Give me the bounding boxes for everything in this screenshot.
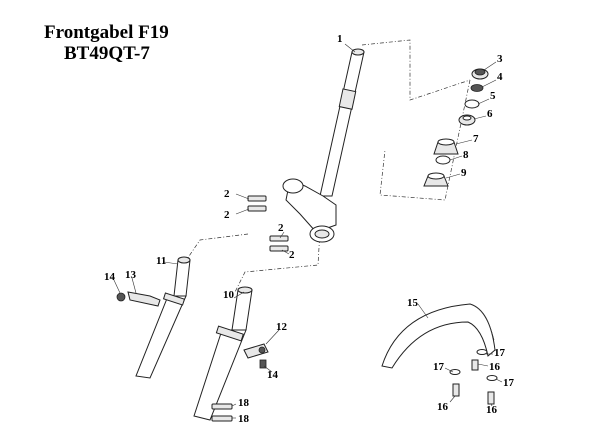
label-part-1: 1 xyxy=(337,33,343,45)
part-11-left-fork-leg xyxy=(135,256,191,379)
leader-lines xyxy=(112,43,503,419)
label-part-16-b: 16 xyxy=(437,401,449,413)
part-12-bracket xyxy=(243,343,269,359)
label-part-14-b: 14 xyxy=(267,369,279,381)
label-part-18-a: 18 xyxy=(238,397,250,409)
label-part-12: 12 xyxy=(276,321,288,333)
label-part-4: 4 xyxy=(497,71,503,83)
part-13-bracket xyxy=(127,291,161,307)
label-part-3: 3 xyxy=(497,53,503,65)
part-14-nut-left xyxy=(116,292,126,302)
label-part-7: 7 xyxy=(473,133,479,145)
part-8-o-ring xyxy=(435,155,451,165)
part-18-bolts xyxy=(211,403,233,422)
label-part-15: 15 xyxy=(407,297,419,309)
diagram-title-line-1: Frontgabel F19 xyxy=(44,22,169,43)
part-7-bearing-cone xyxy=(433,138,459,155)
label-part-2-c: 2 xyxy=(278,222,284,234)
label-part-13: 13 xyxy=(125,269,137,281)
label-part-8: 8 xyxy=(463,149,469,161)
label-part-18-b: 18 xyxy=(238,413,250,425)
label-part-2-b: 2 xyxy=(224,209,230,221)
label-part-5: 5 xyxy=(490,90,496,102)
label-part-16-c: 16 xyxy=(486,404,498,416)
label-part-17-b: 17 xyxy=(433,361,445,373)
label-part-17-c: 17 xyxy=(503,377,515,389)
label-part-2-a: 2 xyxy=(224,188,230,200)
part-15-mudguard xyxy=(381,303,496,369)
part-number-labels: 1 2 2 2 2 3 4 5 6 7 8 9 10 11 12 13 14 1… xyxy=(104,33,515,425)
part-6-bearing-race xyxy=(458,114,476,126)
label-part-11: 11 xyxy=(156,255,166,267)
label-part-6: 6 xyxy=(487,108,493,120)
part-3-nut xyxy=(471,68,489,80)
label-part-10: 10 xyxy=(223,289,235,301)
assembly-guide-lines xyxy=(184,39,471,293)
part-4-washer xyxy=(470,84,484,92)
label-part-14-a: 14 xyxy=(104,271,116,283)
label-part-2-d: 2 xyxy=(289,249,295,261)
part-2-bolts xyxy=(247,195,289,252)
part-17-washers xyxy=(449,349,498,381)
part-1-steering-stem xyxy=(282,48,365,243)
part-10-right-fork-leg xyxy=(193,286,253,421)
part-9-lower-race xyxy=(423,172,449,187)
label-part-16-a: 16 xyxy=(489,361,501,373)
part-5-ring xyxy=(464,99,480,109)
part-16-screws xyxy=(452,359,495,405)
diagram-title-line-2: BT49QT-7 xyxy=(64,43,150,64)
label-part-9: 9 xyxy=(461,167,467,179)
label-part-17-a: 17 xyxy=(494,347,506,359)
part-14-nut-right xyxy=(259,359,267,369)
